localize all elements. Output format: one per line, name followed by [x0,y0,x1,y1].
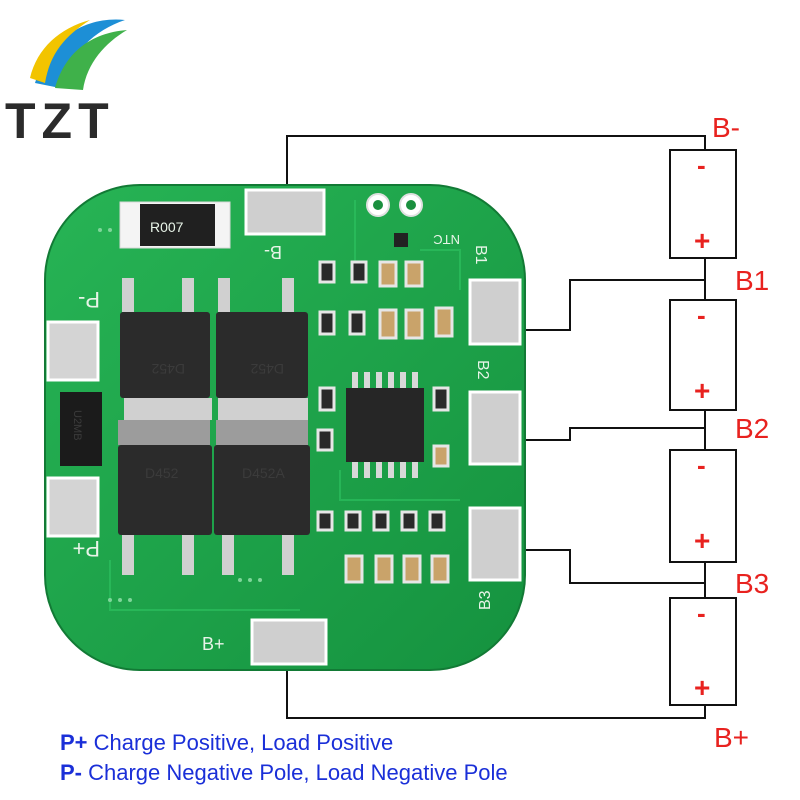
svg-text:D452: D452 [151,361,185,377]
smd-6 [432,386,450,412]
svg-text:P-: P- [78,287,100,312]
label-b2: B2 [735,413,770,444]
svg-text:D452A: D452A [242,465,285,481]
cell-4-plus: + [694,672,711,703]
smd-3 [318,310,336,336]
svg-text:B1: B1 [472,245,489,265]
cell-3-minus: - [697,450,706,480]
label-b-plus: B+ [714,722,750,753]
svg-text:P+: P+ [72,536,100,561]
battery-cell-1 [669,149,737,259]
battery-cell-3 [669,449,737,563]
smd-4 [348,310,366,336]
battery-cell-2 [669,299,737,411]
svg-text:B+: B+ [202,634,225,654]
cell-4-minus: - [697,598,706,628]
smd-5 [316,428,334,452]
legend-key-p-plus: P+ [60,730,88,755]
smd-2 [350,260,368,284]
label-b-minus: B- [712,112,740,143]
resistor-code: R007 [150,219,184,235]
svg-text:B2: B2 [474,360,491,380]
svg-text:B3: B3 [477,590,494,610]
legend-key-p-minus: P- [60,760,82,785]
cell-2-plus: + [694,375,711,406]
svg-text:NTC: NTC [433,232,460,247]
svg-text:B-: B- [264,242,282,262]
label-b1: B1 [735,265,770,296]
svg-text:U2MB: U2MB [71,410,83,441]
legend-line-1: P+ Charge Positive, Load Positive [60,730,393,756]
cell-2-minus: - [697,300,706,330]
cell-1-minus: - [697,150,706,180]
svg-text:D452: D452 [145,465,179,481]
cell-1-plus: + [694,225,711,256]
legend-text-p-plus: Charge Positive, Load Positive [87,730,394,755]
battery-cell-4 [669,597,737,706]
smd-1 [318,260,336,284]
svg-text:D452: D452 [250,361,284,377]
legend-text-p-minus: Charge Negative Pole, Load Negative Pole [82,760,508,785]
legend-line-2: P- Charge Negative Pole, Load Negative P… [60,760,508,786]
label-b3: B3 [735,568,770,599]
logo-text: TZT [5,93,115,149]
tzt-logo-icon [30,19,127,90]
cell-3-plus: + [694,525,711,556]
